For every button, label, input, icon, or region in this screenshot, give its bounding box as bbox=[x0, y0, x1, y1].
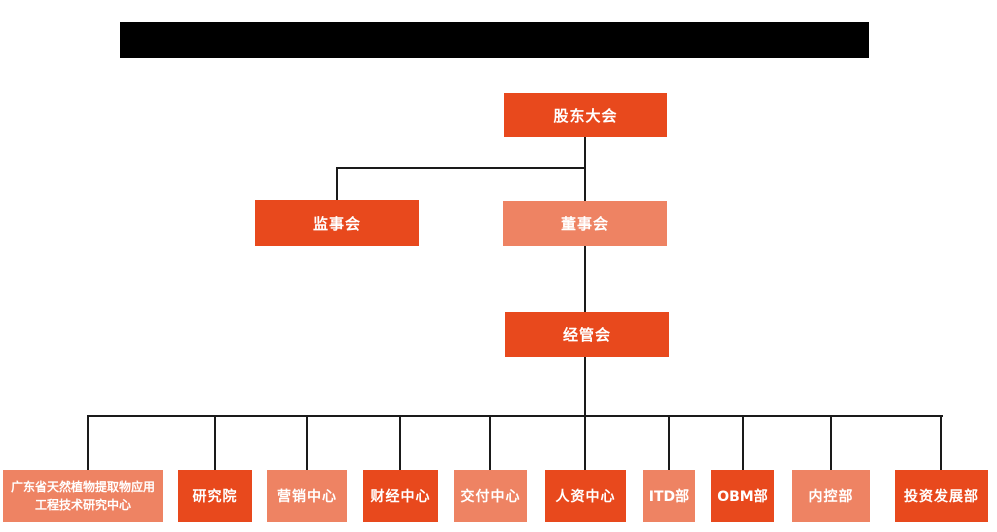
connector-stub bbox=[214, 415, 216, 470]
node-dept-marketing-center: 营销中心 bbox=[267, 470, 347, 522]
node-management-committee: 经管会 bbox=[505, 312, 669, 357]
connector-departments-rail bbox=[87, 415, 943, 417]
node-label: 交付中心 bbox=[460, 489, 521, 505]
node-label: 研究院 bbox=[192, 489, 238, 505]
node-label: 内控部 bbox=[808, 489, 854, 505]
node-dept-research-institute: 研究院 bbox=[178, 470, 252, 522]
node-dept-itd: ITD部 bbox=[643, 470, 695, 522]
node-label: 投资发展部 bbox=[904, 489, 979, 505]
node-label: 广东省天然植物提取物应用工程技术研究中心 bbox=[10, 480, 155, 512]
connector-stub bbox=[306, 415, 308, 470]
node-label: OBM部 bbox=[717, 489, 768, 505]
redacted-title-bar bbox=[120, 22, 869, 58]
connector-stub bbox=[584, 415, 586, 470]
node-label: 监事会 bbox=[312, 214, 361, 233]
node-label: 董事会 bbox=[560, 215, 609, 233]
node-dept-internal-control: 内控部 bbox=[792, 470, 870, 522]
node-dept-obm: OBM部 bbox=[711, 470, 774, 522]
connector-stub bbox=[668, 415, 670, 470]
node-label: 经管会 bbox=[562, 326, 611, 344]
node-shareholders-meeting: 股东大会 bbox=[504, 93, 667, 137]
node-label: 人资中心 bbox=[555, 489, 616, 505]
connector-board-management bbox=[584, 246, 586, 312]
connector-stub bbox=[87, 415, 89, 470]
connector-branch-horizontal bbox=[336, 167, 586, 169]
node-supervisory-board: 监事会 bbox=[255, 200, 419, 246]
connector-stub bbox=[830, 415, 832, 470]
node-label: 营销中心 bbox=[277, 489, 337, 505]
connector-management-down bbox=[584, 357, 586, 417]
node-label: 股东大会 bbox=[553, 106, 618, 125]
node-dept-delivery-center: 交付中心 bbox=[454, 470, 527, 522]
connector-stub bbox=[742, 415, 744, 470]
node-dept-hr-center: 人资中心 bbox=[545, 470, 626, 522]
node-board-of-directors: 董事会 bbox=[503, 201, 667, 246]
node-dept-gd-research-center: 广东省天然植物提取物应用工程技术研究中心 bbox=[3, 470, 163, 522]
connector-supervisory-down bbox=[336, 167, 338, 200]
node-dept-investment-development: 投资发展部 bbox=[895, 470, 988, 522]
connector-stub bbox=[399, 415, 401, 470]
connector-shareholders-down bbox=[584, 137, 586, 202]
connector-stub bbox=[489, 415, 491, 470]
node-label: ITD部 bbox=[648, 489, 690, 505]
connector-stub bbox=[940, 415, 942, 470]
node-dept-finance-center: 财经中心 bbox=[363, 470, 438, 522]
node-label: 财经中心 bbox=[370, 489, 431, 505]
